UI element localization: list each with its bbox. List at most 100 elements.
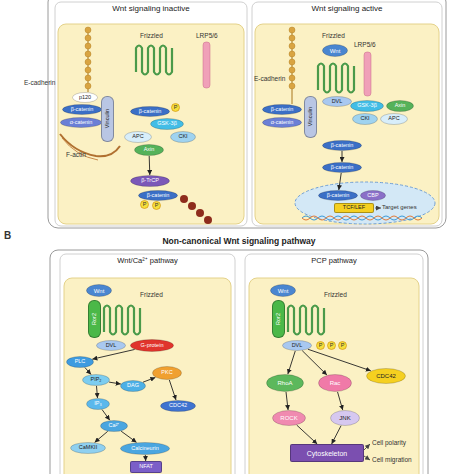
frizzled-receptor: [136, 46, 172, 75]
signal-arrow: [121, 431, 136, 442]
node-label: p120: [79, 95, 91, 101]
signal-arrow: [143, 377, 155, 382]
signal-arrow: [288, 351, 295, 374]
signal-arrow: [332, 426, 341, 444]
signal-arrow: [102, 410, 110, 421]
pathway-panel: Non-canonical Wnt signaling pathwayWnt/C…: [50, 236, 428, 474]
panel-heading: Wnt/Ca²⁺ pathway: [117, 257, 178, 265]
node-label: β-catenin: [327, 193, 350, 199]
node-label: Wnt: [330, 48, 341, 54]
phospho-circle: P: [152, 201, 161, 210]
node-label: β-catenin: [71, 107, 94, 113]
node-label: Ror2: [92, 313, 98, 325]
node-label: DAG: [127, 383, 139, 389]
panel-frame: [60, 254, 235, 474]
node-shape: [319, 375, 352, 392]
transcription-arrow: [375, 208, 381, 209]
protein-ellipse: α-catenin: [262, 117, 302, 128]
node-shape: [139, 191, 178, 201]
signal-arrow: [85, 368, 91, 375]
pathway-panel: Wnt/Ca²⁺ pathwayWntRor2DVLG-proteinPLCPI…: [60, 256, 235, 474]
node-shape: [71, 443, 106, 454]
protein-ellipse: Wnt: [322, 44, 348, 57]
node-label: β-catenin: [271, 107, 294, 113]
node-shape: [97, 341, 126, 351]
node-label: Wnt: [278, 288, 289, 294]
phospho-circle: P: [316, 341, 325, 350]
protein-ellipse: Calcineurin: [120, 442, 170, 455]
node-shape: [172, 104, 180, 112]
node-label: α-catenin: [70, 120, 93, 126]
node-label: Axin: [395, 103, 406, 109]
node-label: GSK-3β: [157, 121, 177, 127]
protein-ellipse: Wnt: [270, 284, 296, 297]
part-label: Target genes: [382, 204, 417, 210]
part-label: Cell migration: [372, 457, 412, 464]
node-label: NFAT: [139, 464, 153, 470]
node-label: Vinculin: [308, 107, 314, 126]
node-label: DVL: [332, 99, 343, 105]
node-label: Ror2: [276, 313, 282, 325]
part-label: Frizzled: [322, 33, 345, 40]
node-label: APC: [388, 116, 399, 122]
signal-arrow: [338, 392, 343, 410]
protein-ellipse: G-protein: [130, 339, 174, 352]
outcome-arrow: [364, 456, 370, 460]
node-shape: [87, 285, 112, 297]
node-shape: [323, 45, 348, 57]
node-label: APC: [132, 134, 143, 140]
node-label: CKI: [178, 134, 187, 140]
phospho-circle: P: [338, 341, 347, 350]
node-label: DVL: [292, 343, 303, 349]
protein-ellipse: PKC: [152, 366, 182, 380]
protein-ellipse: β-catenin: [262, 104, 302, 115]
node-label: β-catenin: [139, 109, 162, 115]
phospho-circle: P: [171, 103, 180, 112]
node-shape: [323, 163, 362, 173]
node-label: α-catenin: [271, 120, 294, 126]
node-shape: [61, 118, 102, 128]
node-label: P: [174, 105, 178, 111]
node-shape: [353, 114, 378, 125]
membrane-protein: Ror2: [272, 300, 285, 338]
protein-ellipse: JNK: [330, 410, 360, 426]
protein-ellipse: CBP: [360, 190, 386, 201]
protein-box: Cytoskeleton: [290, 444, 364, 462]
node-shape: [161, 401, 196, 412]
panel-heading: Wnt signaling inactive: [112, 5, 189, 13]
lrp-receptor: [203, 42, 210, 88]
protein-ellipse: β-catenin: [138, 190, 178, 201]
protein-ellipse: IP₃: [86, 398, 110, 410]
section-frame: [48, 0, 446, 228]
protein-box: NFAT: [130, 461, 162, 473]
protein-ellipse: RhoA: [266, 374, 304, 392]
part-label: Frizzled: [140, 292, 163, 299]
signal-arrow: [308, 349, 371, 371]
panel-frame: [252, 2, 442, 226]
node-label: PIP₂: [91, 377, 102, 383]
protein-ellipse: Rac: [318, 374, 352, 392]
node-shape: [125, 132, 152, 143]
signal-arrow: [95, 431, 108, 442]
node-shape: [381, 114, 408, 125]
lrp-receptor: [364, 52, 371, 96]
node-label: Ca²⁺: [109, 423, 120, 429]
protein-ellipse: Ca²⁺: [100, 420, 128, 432]
protein-box: TCF/LEF: [334, 203, 374, 213]
node-shape: [387, 101, 414, 112]
node-shape: [135, 145, 164, 156]
node-label: β-TrCP: [141, 178, 159, 184]
protein-ellipse: GSK-3β: [350, 100, 384, 112]
node-label: GSK-3β: [357, 103, 377, 109]
node-label: β-catenin: [331, 165, 354, 171]
node-shape: [283, 341, 312, 351]
node-label: Axin: [144, 147, 155, 153]
node-shape: [339, 342, 347, 350]
node-shape: [367, 369, 406, 384]
node-shape: [131, 176, 170, 187]
actin-filament: [62, 138, 98, 160]
node-shape: [263, 118, 302, 128]
panel-frame: [55, 2, 247, 226]
signal-arrow: [297, 425, 317, 444]
